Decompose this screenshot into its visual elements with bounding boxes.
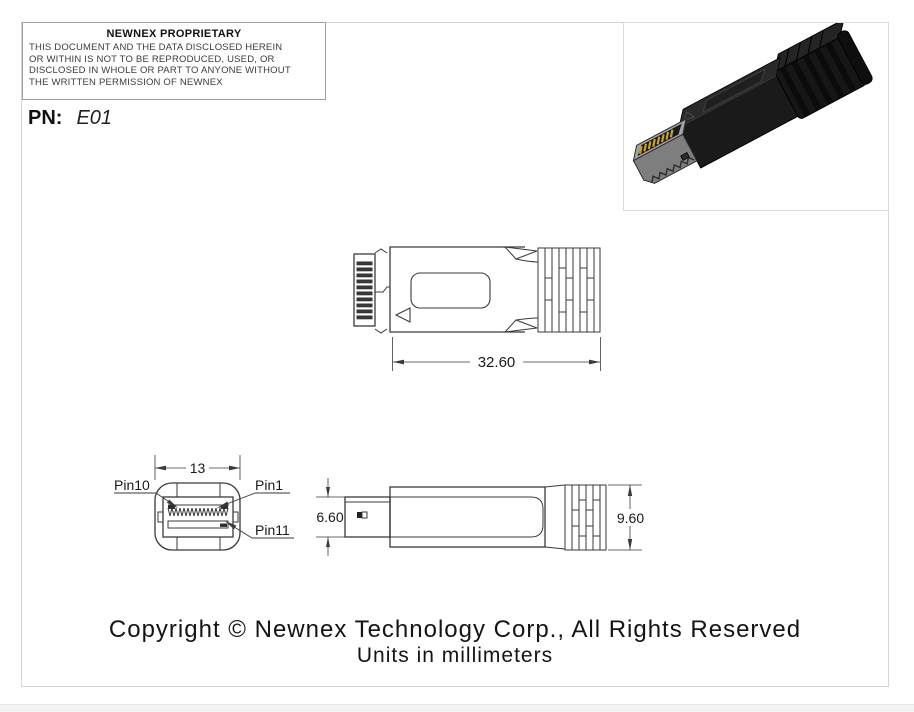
dimension-overall-length: 32.60: [392, 337, 601, 371]
side-view-geometry: [344, 484, 607, 551]
dimension-boot-height: 9.60: [608, 484, 649, 551]
dimension-label-plug-height: 6.60: [316, 509, 343, 525]
part-number-row: PN: E01: [28, 107, 112, 130]
front-view-drawing: 13 Pin10 Pin1 Pin11: [114, 455, 294, 551]
dimension-connector-width: 13: [154, 455, 241, 480]
top-view-geometry: [353, 246, 601, 334]
sheet-border: [21, 22, 889, 687]
dimension-label-overall-length: 32.60: [478, 354, 516, 371]
proprietary-text-line: DISCLOSED IN WHOLE OR PART TO ANYONE WIT…: [29, 65, 291, 77]
top-view-drawing: 32.60: [353, 246, 601, 371]
dimension-plug-height: 6.60: [316, 478, 345, 556]
copyright-text: Copyright © Newnex Technology Corp., All…: [108, 616, 802, 643]
dimension-label-boot-height: 9.60: [617, 510, 644, 526]
proprietary-text-line: THIS DOCUMENT AND THE DATA DISCLOSED HER…: [29, 42, 283, 53]
proprietary-text-line: THE WRITTEN PERMISSION OF NEWNEX: [29, 76, 223, 88]
pin-callouts: Pin10 Pin1 Pin11: [114, 477, 294, 539]
render-plug-tip: [632, 118, 698, 184]
side-view-drawing: 6.60 9.60: [316, 478, 649, 556]
footer: Copyright © Newnex Technology Corp., All…: [21, 616, 889, 668]
pin10-label: Pin10: [114, 477, 150, 493]
units-note: Units in millimeters: [356, 644, 554, 667]
part-number-label: PN:: [28, 107, 63, 129]
pin1-label: Pin1: [255, 477, 283, 493]
render-body: [678, 56, 799, 169]
proprietary-title: NEWNEX PROPRIETARY: [106, 28, 242, 40]
proprietary-text-line: OR WITHIN IS NOT TO BE REPRODUCED, USED,…: [29, 53, 275, 65]
pin11-label: Pin11: [255, 522, 290, 538]
dimension-label-connector-width: 13: [190, 460, 206, 476]
connector-3d-svg: [632, 18, 873, 184]
proprietary-notice-box: NEWNEX PROPRIETARY THIS DOCUMENT AND THE…: [22, 22, 326, 100]
front-view-geometry: [154, 482, 241, 551]
bottom-strip: [0, 704, 914, 712]
connector-3d-image: [623, 18, 889, 211]
part-number-value: E01: [76, 107, 113, 129]
render-boot: [773, 18, 873, 119]
